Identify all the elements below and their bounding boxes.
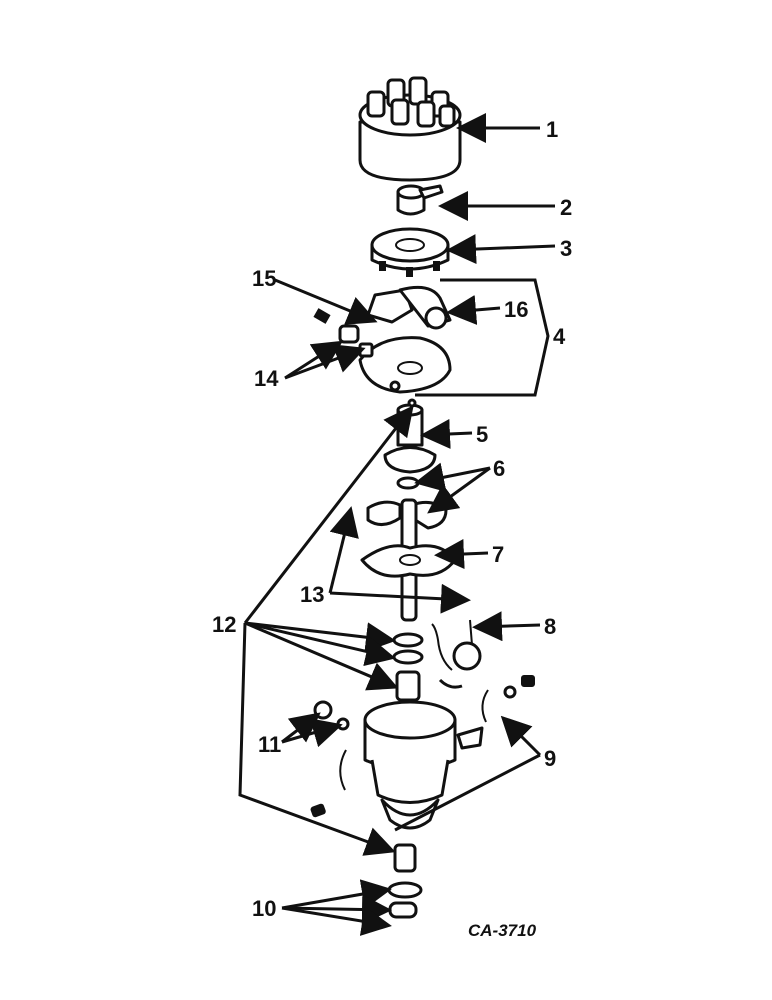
breaker-plate-icon	[370, 227, 450, 277]
callout-1: 1	[546, 117, 558, 142]
leader-lines	[238, 113, 556, 936]
callout-13: 13	[300, 582, 324, 607]
callout-16: 16	[504, 297, 528, 322]
callout-9: 9	[544, 746, 556, 771]
shaft-icon	[360, 498, 457, 622]
washer-icon	[392, 632, 424, 702]
callout-2: 2	[560, 195, 572, 220]
screw-icon	[313, 700, 350, 731]
callout-6: 6	[493, 456, 505, 481]
contact-set-icon	[313, 285, 452, 394]
distributor-cap-icon	[358, 76, 462, 182]
callout-14: 14	[254, 366, 279, 391]
housing-icon	[310, 675, 535, 830]
callout-10: 10	[252, 896, 276, 921]
callout-3: 3	[560, 236, 572, 261]
condenser-icon	[431, 619, 482, 689]
drive-gear-icon	[387, 843, 423, 919]
callout-15: 15	[252, 266, 276, 291]
callout-7: 7	[492, 542, 504, 567]
figure-code: CA-3710	[468, 921, 537, 940]
callout-8: 8	[544, 614, 556, 639]
rotor-icon	[396, 184, 444, 216]
callout-12: 12	[212, 612, 236, 637]
callout-labels: 1 2 3 4 5 6 7 8 9 10 11 12 13 14 15 16 C…	[212, 117, 572, 940]
callout-5: 5	[476, 422, 488, 447]
callout-4: 4	[553, 324, 566, 349]
callout-11: 11	[258, 732, 281, 757]
